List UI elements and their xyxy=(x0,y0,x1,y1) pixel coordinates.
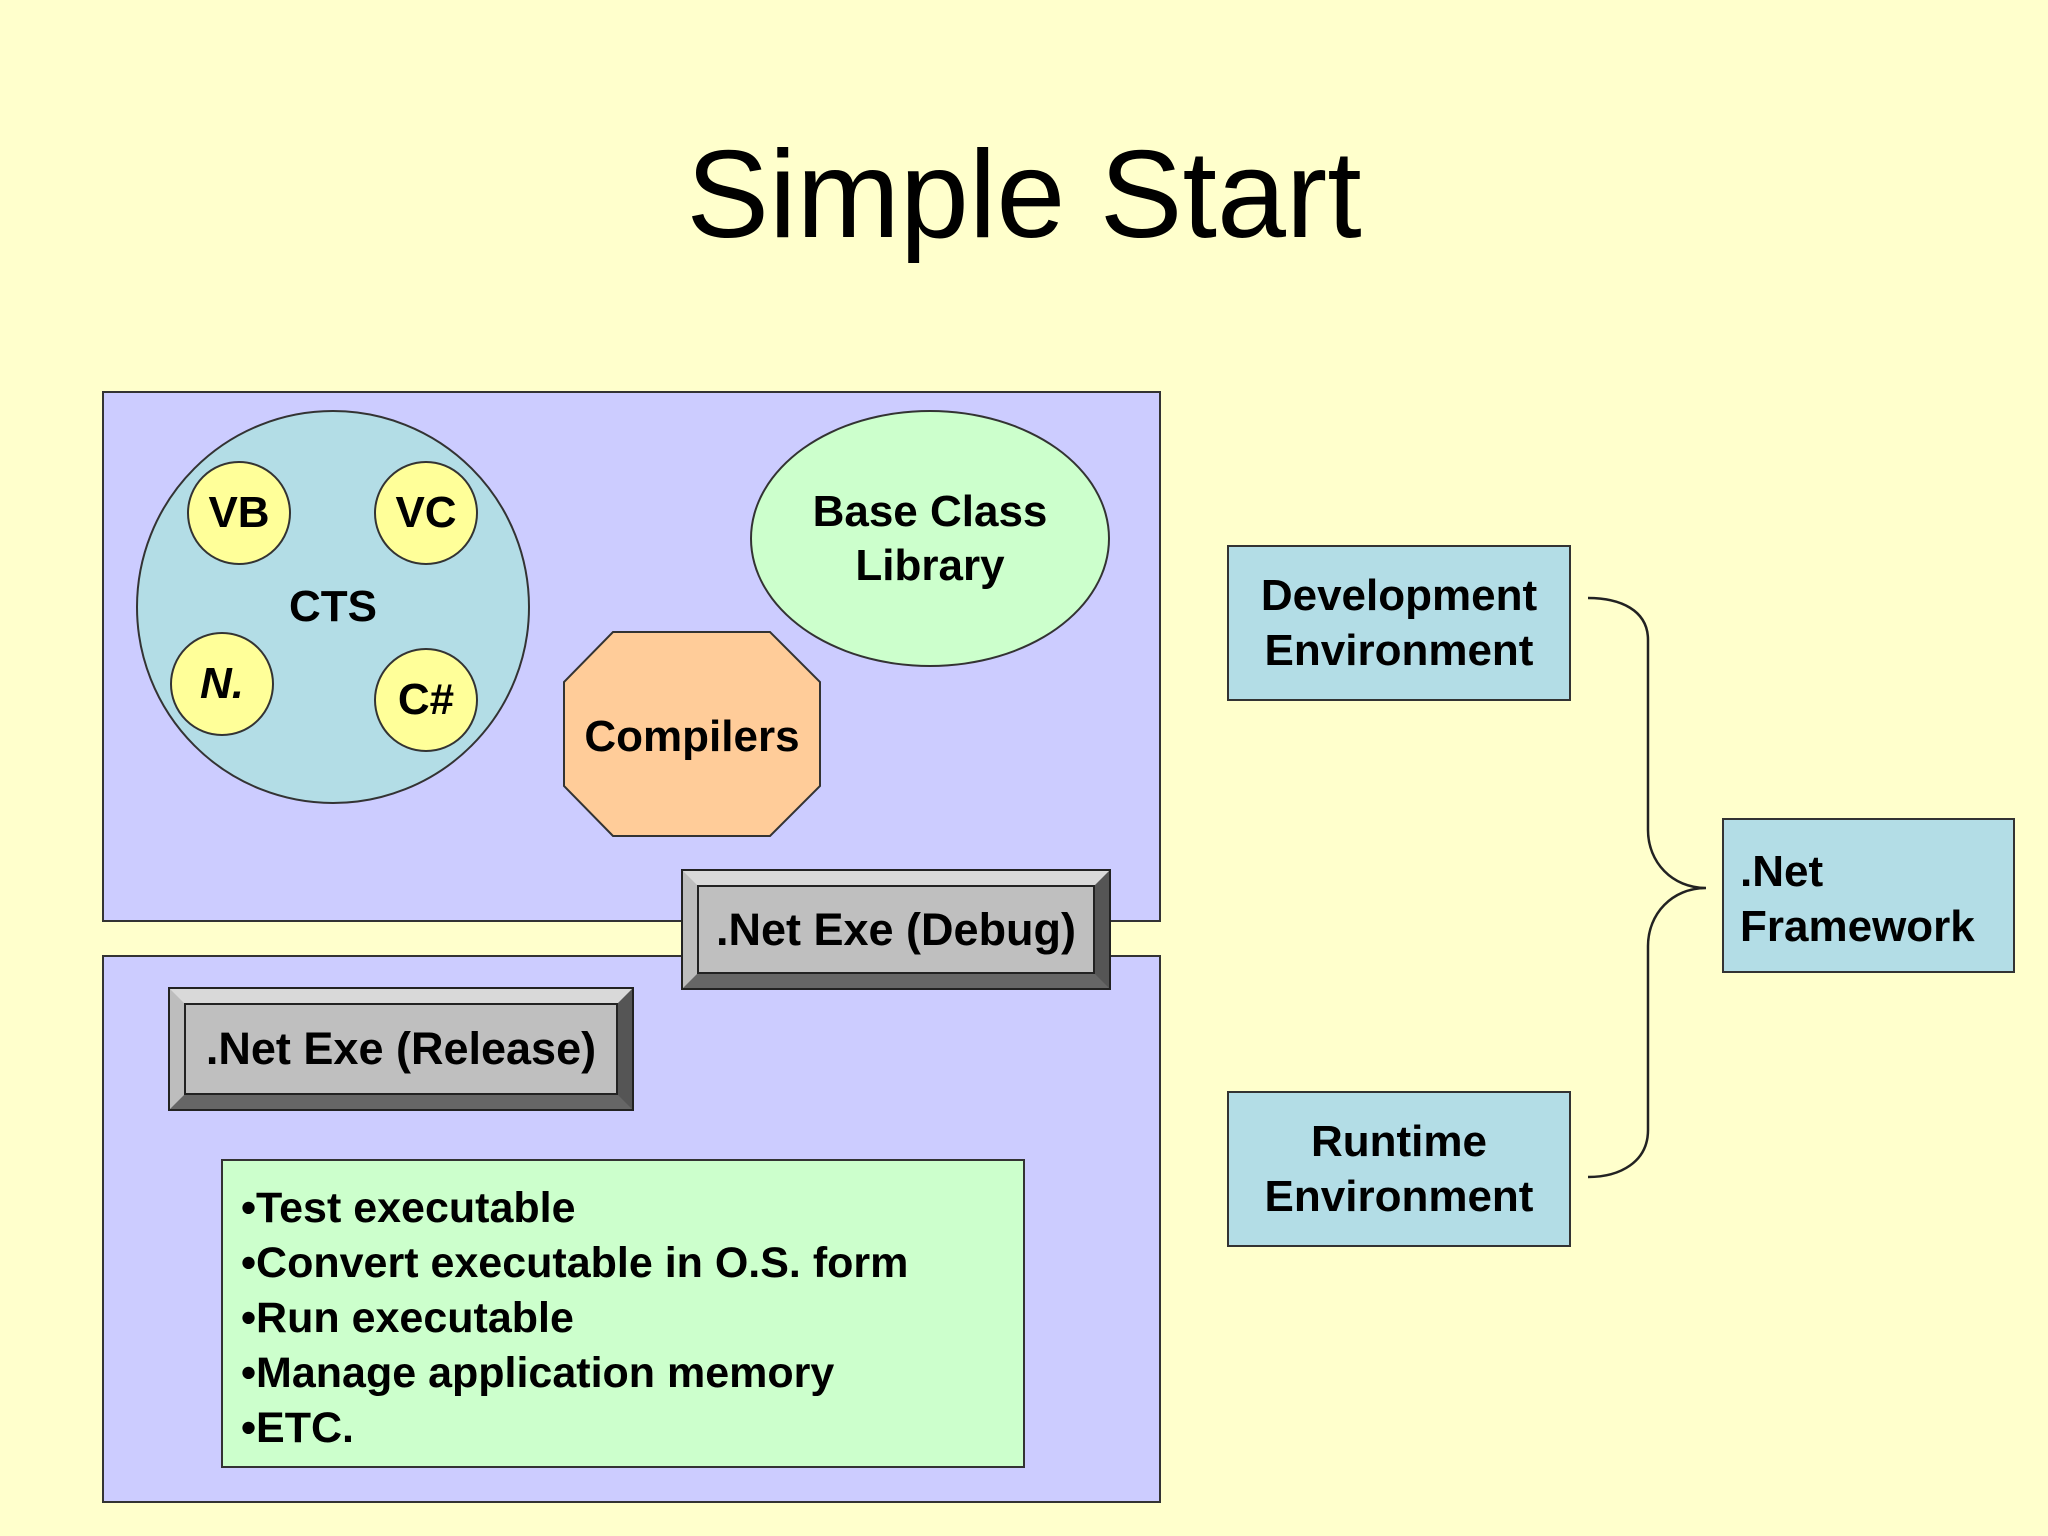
language-n: N. xyxy=(170,632,274,736)
list-item: •ETC. xyxy=(241,1404,355,1452)
list-item: •Run executable xyxy=(241,1294,574,1342)
net-exe-release-label: .Net Exe (Release) xyxy=(184,1003,618,1095)
runtime-tasks-box: •Test executable •Convert executable in … xyxy=(221,1159,1025,1468)
language-vc: VC xyxy=(374,461,478,565)
brace-connector xyxy=(1587,596,1707,1179)
slide-title: Simple Start xyxy=(686,126,1362,264)
compilers-octagon xyxy=(563,631,821,837)
development-environment-box: Development Environment xyxy=(1227,545,1571,701)
list-item: •Manage application memory xyxy=(241,1349,835,1397)
list-item: •Convert executable in O.S. form xyxy=(241,1239,909,1287)
net-exe-release-button[interactable]: .Net Exe (Release) xyxy=(168,987,634,1111)
cts-label: CTS xyxy=(289,582,377,631)
runtime-environment-box: Runtime Environment xyxy=(1227,1091,1571,1247)
base-class-library-label: Base Class Library xyxy=(812,486,1048,590)
net-exe-debug-label: .Net Exe (Debug) xyxy=(697,885,1095,974)
list-item: •Test executable xyxy=(241,1184,576,1232)
compilers-label: Compilers xyxy=(584,712,800,761)
language-vb: VB xyxy=(187,461,291,565)
net-exe-debug-button[interactable]: .Net Exe (Debug) xyxy=(681,869,1111,990)
language-csharp: C# xyxy=(374,648,478,752)
net-framework-box: .Net Framework xyxy=(1722,818,2015,973)
base-class-library: Base Class Library xyxy=(750,410,1110,667)
